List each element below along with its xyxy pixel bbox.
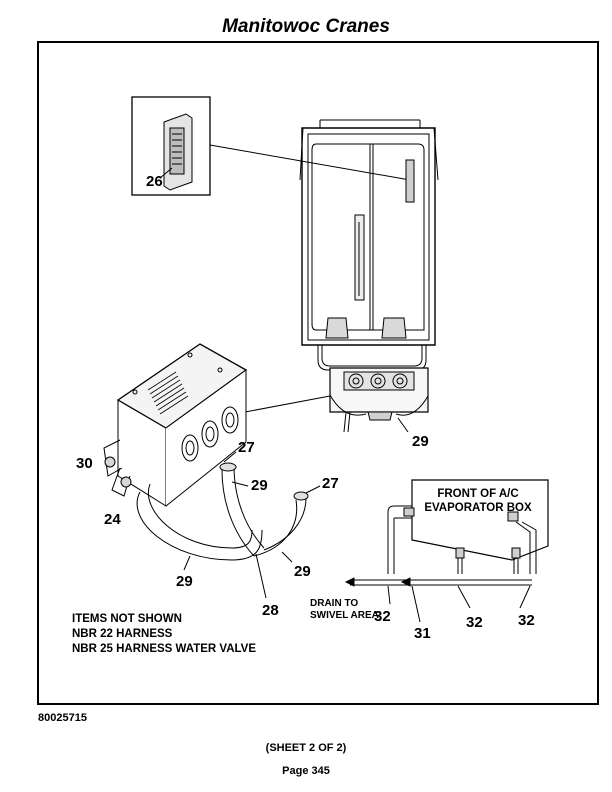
document-number: 80025715 bbox=[38, 712, 87, 724]
callout-29-c: 29 bbox=[176, 573, 193, 590]
drain-label-line2: SWIVEL AREA bbox=[310, 610, 379, 621]
cab-frame bbox=[299, 119, 439, 371]
callout-29-cab: 29 bbox=[412, 433, 429, 450]
evaporator-label-line2: EVAPORATOR BOX bbox=[424, 502, 532, 514]
callout-29-a: 29 bbox=[251, 477, 268, 494]
cab-evaporator-box bbox=[329, 367, 429, 433]
callout-30: 30 bbox=[76, 455, 93, 472]
callout-32-c: 32 bbox=[518, 612, 535, 629]
drawing-frame bbox=[37, 41, 599, 705]
hose-upper bbox=[219, 462, 265, 557]
note-line1: ITEMS NOT SHOWN bbox=[72, 613, 182, 625]
hose-lower bbox=[136, 483, 263, 561]
callout-28: 28 bbox=[262, 602, 279, 619]
drain-label-line1: DRAIN TO bbox=[310, 598, 358, 609]
callout-27-a: 27 bbox=[238, 439, 255, 456]
page-title: Manitowoc Cranes bbox=[222, 16, 390, 37]
page-number: Page 345 bbox=[282, 765, 330, 777]
evaporator-label-line1: FRONT OF A/C bbox=[437, 488, 518, 500]
callout-32-a: 32 bbox=[374, 608, 391, 625]
callout-31: 31 bbox=[414, 625, 431, 642]
heater-unit bbox=[103, 343, 248, 507]
callout-32-b: 32 bbox=[466, 614, 483, 631]
note-line3: NBR 25 HARNESS WATER VALVE bbox=[72, 643, 256, 655]
callout-29-b: 29 bbox=[294, 563, 311, 580]
callout-27-b: 27 bbox=[322, 475, 339, 492]
callout-26: 26 bbox=[146, 173, 163, 190]
note-line2: NBR 22 HARNESS bbox=[72, 628, 173, 640]
callout-24: 24 bbox=[104, 511, 121, 528]
detail-inset-26 bbox=[131, 96, 211, 196]
hose-right bbox=[253, 491, 309, 557]
sheet-indicator: (SHEET 2 OF 2) bbox=[265, 742, 347, 754]
evaporator-front-drain-detail bbox=[344, 479, 549, 623]
